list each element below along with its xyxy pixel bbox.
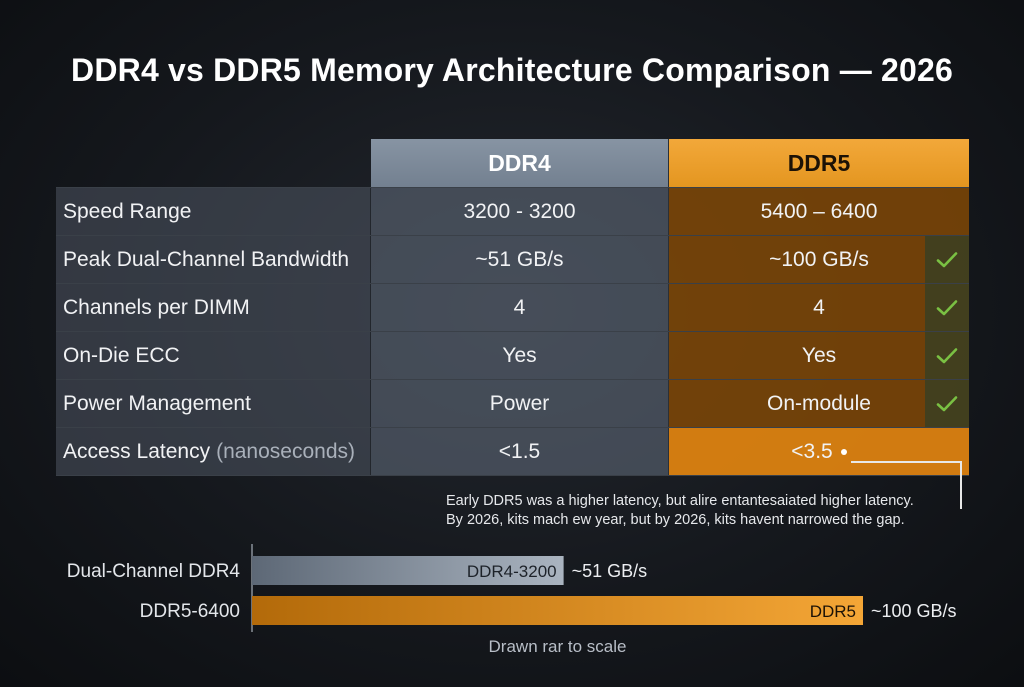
ddr5-cell: Yes <box>669 332 969 379</box>
bar-inner-label: DDR4-3200 <box>467 562 557 581</box>
header-empty-cell <box>56 139 371 187</box>
header-ddr4: DDR4 <box>371 139 669 187</box>
check-icon <box>925 332 969 379</box>
check-icon <box>925 284 969 331</box>
ddr5-cell: On-module <box>669 380 969 427</box>
row-label: Access Latency(nanoseconds) <box>56 428 371 475</box>
row-label-text: Speed Range <box>63 199 192 223</box>
latency-note: Early DDR5 was a higher latency, but ali… <box>446 492 914 530</box>
table-row: Speed Range 3200 - 3200 5400 – 6400 <box>56 188 969 236</box>
table-row: Power Management Power On-module <box>56 380 969 428</box>
page-title: DDR4 vs DDR5 Memory Architecture Compari… <box>71 52 953 88</box>
bar <box>252 596 863 625</box>
ddr4-value: 3200 - 3200 <box>371 188 669 235</box>
ddr5-cell: <3.5 <box>669 428 969 475</box>
ddr5-cell: 5400 – 6400 <box>669 188 969 235</box>
ddr5-value: 5400 – 6400 <box>760 199 878 223</box>
ddr4-value: <1.5 <box>371 428 669 475</box>
bar <box>252 556 564 585</box>
ddr4-value: Yes <box>371 332 669 379</box>
row-label-text: Power Management <box>63 391 251 415</box>
row-label: Speed Range <box>56 188 371 235</box>
ddr5-value: On-module <box>767 391 871 415</box>
annotation-leader-line <box>851 461 961 463</box>
row-label-unit: (nanoseconds) <box>216 439 355 463</box>
bar-value-label: ~100 GB/s <box>871 601 957 621</box>
row-label-text: Access Latency <box>63 439 211 463</box>
bar-value-label: ~51 GB/s <box>572 561 648 581</box>
ddr4-value: 4 <box>371 284 669 331</box>
bar-inner-label: DDR5 <box>810 602 856 621</box>
ddr5-value-wrap: 5400 – 6400 <box>761 200 878 224</box>
check-icon <box>925 236 969 283</box>
chart-footer: Drawn rar to scale <box>488 637 627 656</box>
table-row: Access Latency(nanoseconds)<1.5<3.5 <box>56 428 969 476</box>
ddr5-value: ~100 GB/s <box>769 247 869 271</box>
table-header-row: DDR4 DDR5 <box>56 139 969 188</box>
row-label: Channels per DIMM <box>56 284 371 331</box>
ddr5-value-wrap: <3.5 <box>791 439 847 464</box>
ddr5-value-wrap: ~100 GB/s <box>769 248 869 272</box>
ddr5-value: <3.5 <box>791 439 833 463</box>
ddr5-value: 4 <box>813 295 825 319</box>
row-label: Peak Dual-Channel Bandwidth <box>56 236 371 283</box>
bar-category-label: DDR5-6400 <box>140 601 240 622</box>
latency-note-line-1: Early DDR5 was a higher latency, but ali… <box>446 493 914 509</box>
ddr5-value-wrap: 4 <box>813 296 825 320</box>
table-row: Channels per DIMM 4 4 <box>56 284 969 332</box>
ddr5-cell: ~100 GB/s <box>669 236 969 283</box>
ddr4-value: Power <box>371 380 669 427</box>
row-label-text: Peak Dual-Channel Bandwidth <box>63 247 350 271</box>
row-label-text: Channels per DIMM <box>63 295 250 319</box>
header-ddr5: DDR5 <box>669 139 969 187</box>
row-label: On-Die ECC <box>56 332 371 379</box>
row-label: Power Management <box>56 380 371 427</box>
ddr4-value: ~51 GB/s <box>371 236 669 283</box>
ddr5-value-wrap: On-module <box>767 392 871 416</box>
table-row: Peak Dual-Channel Bandwidth ~51 GB/s ~100 … <box>56 236 969 284</box>
latency-note-line-2: By 2026, kits mach ew year, but by 2026,… <box>446 512 905 528</box>
check-icon <box>925 380 969 427</box>
ddr5-cell: 4 <box>669 284 969 331</box>
table-row: On-Die ECC Yes Yes <box>56 332 969 380</box>
ddr5-value-wrap: Yes <box>802 344 836 368</box>
row-label-text: On-Die ECC <box>63 343 180 367</box>
bar-category-label: Dual-Channel DDR4 <box>67 561 241 582</box>
ddr5-value: Yes <box>801 343 837 367</box>
bandwidth-bar-chart: Dual-Channel DDR4 DDR4-3200 ~51 GB/sDDR5-6… <box>67 544 957 632</box>
annotation-dot <box>840 448 847 455</box>
comparison-table: DDR4 DDR5 Speed Range 3200 - 3200 5400 – 6… <box>56 139 969 476</box>
annotation-leader-line-vertical <box>960 461 962 509</box>
